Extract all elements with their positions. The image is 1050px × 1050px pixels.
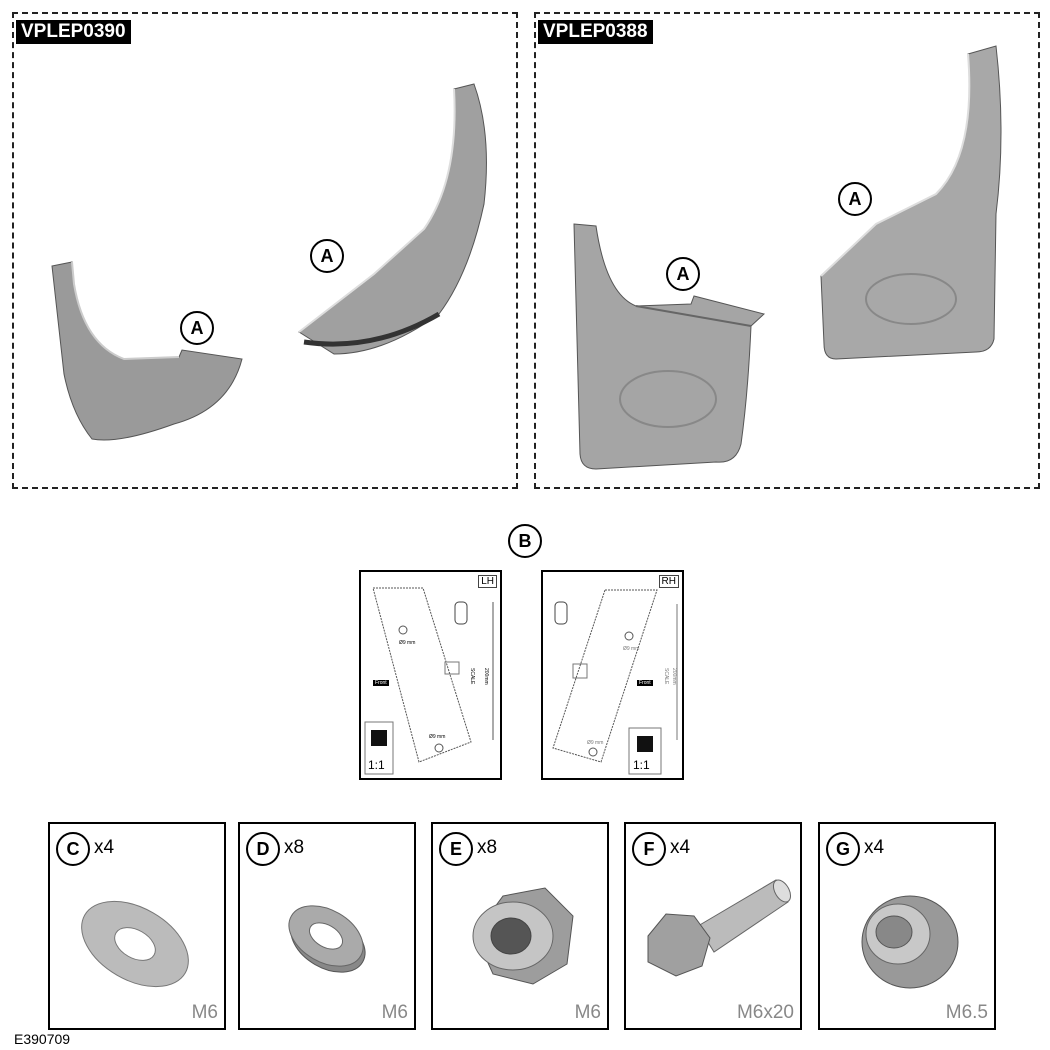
part-letter: F <box>632 832 666 866</box>
hole-label: Ø9 mm <box>429 734 446 740</box>
front-arrow-label: Front <box>373 680 389 686</box>
part-letter: G <box>826 832 860 866</box>
callout-a: A <box>310 239 344 273</box>
scale-label: SCALE <box>663 668 669 685</box>
part-size: M6 <box>381 1002 408 1023</box>
callout-b: B <box>508 524 542 558</box>
spacer-washer-icon <box>861 895 959 989</box>
callout-a: A <box>838 182 872 216</box>
part-g-spacer-washer: G x4 M6.5 <box>818 822 996 1030</box>
part-letter: C <box>56 832 90 866</box>
part-qty: x4 <box>864 837 885 858</box>
hex-bolt-icon <box>647 879 792 977</box>
flat-washer-icon <box>81 900 189 988</box>
template-rh: RH Ø9 mm Ø9 mm Front SCALE 200mm A4 1:1 <box>541 570 684 780</box>
scale-length: 200mm <box>483 668 489 685</box>
callout-a: A <box>666 257 700 291</box>
print-ratio: 1:1 <box>368 758 385 772</box>
template-side-label: RH <box>658 575 679 588</box>
template-side-label: LH <box>478 575 497 588</box>
template-lh: LH Ø9 mm Ø9 mm Front SCALE 200mm A4 1:1 <box>359 570 502 780</box>
flange-nut-icon <box>472 887 574 985</box>
hole-label: Ø9 mm <box>399 640 416 646</box>
mudflap-illustration <box>51 83 487 441</box>
part-size: M6.5 <box>945 1002 988 1023</box>
part-d-spring-washer: D x8 M6 <box>238 822 416 1030</box>
part-letter: E <box>439 832 473 866</box>
paper-size: A4 <box>375 747 380 752</box>
kit-code-label: VPLEP0390 <box>16 20 131 44</box>
paper-size: A4 <box>641 753 646 758</box>
template-lh-drawing <box>364 587 494 775</box>
print-ratio: 1:1 <box>633 758 650 772</box>
template-rh-drawing <box>552 589 678 775</box>
callout-a: A <box>180 311 214 345</box>
scale-length: 200mm <box>671 668 677 685</box>
part-qty: x4 <box>94 837 115 858</box>
part-qty: x8 <box>477 837 498 858</box>
part-c-flat-washer: C x4 M6 <box>48 822 226 1030</box>
part-size: M6 <box>191 1002 218 1023</box>
kit-code-label: VPLEP0388 <box>538 20 653 44</box>
part-size: M6 <box>574 1002 601 1023</box>
front-arrow-label: Front <box>637 680 653 686</box>
part-e-flange-nut: E x8 M6 <box>431 822 609 1030</box>
part-qty: x4 <box>670 837 691 858</box>
part-f-hex-bolt: F x4 M6x20 <box>624 822 802 1030</box>
part-qty: x8 <box>284 837 305 858</box>
hole-label: Ø9 mm <box>623 646 640 652</box>
mudflap-illustration <box>573 45 1002 470</box>
part-letter: D <box>246 832 280 866</box>
part-size: M6x20 <box>736 1002 794 1023</box>
kit-panel-vplep0388: VPLEP0388 A A <box>534 12 1040 489</box>
scale-label: SCALE <box>469 668 475 685</box>
hole-label: Ø9 mm <box>587 740 604 746</box>
figure-id: E390709 <box>14 1031 71 1047</box>
kit-panel-vplep0390: VPLEP0390 A A <box>12 12 518 489</box>
spring-washer-icon <box>288 905 366 973</box>
